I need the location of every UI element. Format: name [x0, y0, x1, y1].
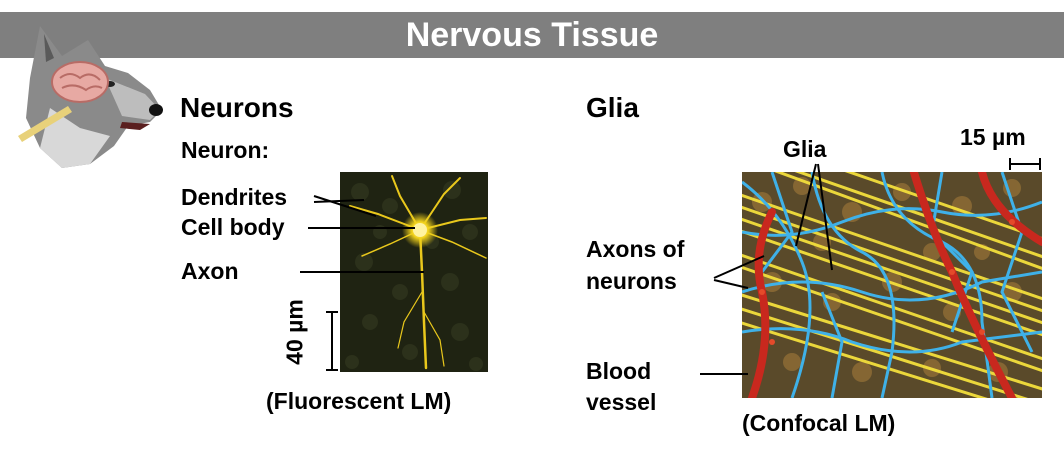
blood-vessel-label-line2: vessel [586, 389, 657, 415]
dendrites-label: Dendrites [181, 184, 288, 210]
axon-label: Axon [181, 258, 239, 284]
axons-label-line1: Axons of [586, 236, 685, 262]
page-title: Nervous Tissue [405, 16, 659, 54]
glia-leader-lines [700, 163, 833, 375]
neuron-subheading: Neuron: [181, 137, 270, 163]
neuron-leader-lines [300, 195, 424, 273]
title-banner: Nervous Tissue [0, 12, 1064, 58]
confocal-caption: (Confocal LM) [742, 410, 896, 436]
axons-label-line2: neurons [586, 268, 677, 294]
scale-label-40um: 40 µm [281, 299, 308, 365]
glia-label: Glia [783, 136, 827, 162]
neurons-heading: Neurons [180, 92, 294, 123]
scale-label-15um: 15 µm [960, 124, 1026, 150]
scale-bar-15um [1009, 158, 1041, 170]
wolf-mascot-illustration [18, 26, 163, 168]
fluorescent-caption: (Fluorescent LM) [266, 388, 452, 414]
cell-body-label: Cell body [181, 214, 285, 240]
confocal-glia-micrograph [742, 172, 1042, 398]
blood-vessel-label-line1: Blood [586, 358, 652, 384]
scale-bar-40um [326, 311, 338, 371]
glia-heading: Glia [586, 92, 639, 123]
